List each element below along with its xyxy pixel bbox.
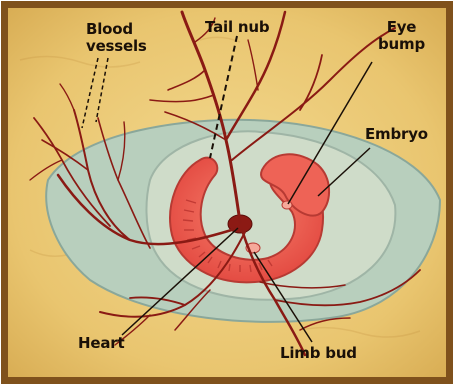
blood-vessels-label-line2: vessels — [86, 38, 147, 55]
limb-bud-label: Limb bud — [280, 345, 357, 362]
blood-vessels-label: Blood vessels — [86, 21, 147, 55]
eye-bump-label-line1: Eye — [378, 19, 425, 36]
tail-nub-label: Tail nub — [205, 19, 269, 36]
heart-label: Heart — [78, 335, 124, 352]
blood-vessels-label-line1: Blood — [86, 21, 147, 38]
eye-bump-label-line2: bump — [378, 36, 425, 53]
embryo-label: Embryo — [365, 126, 428, 143]
eye-bump-label: Eye bump — [378, 19, 425, 53]
eye-bump — [282, 201, 292, 209]
